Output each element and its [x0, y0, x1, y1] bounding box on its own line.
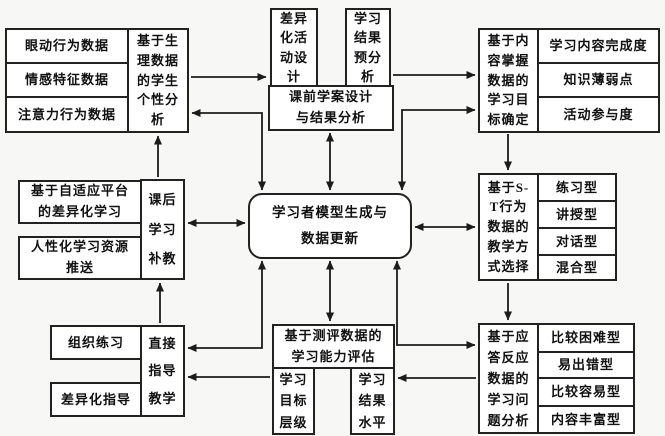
- node-diff-activity-design: 差异 化活 动设 计: [270, 8, 318, 87]
- node-lecture-type: 讲授型: [537, 200, 617, 229]
- node-mixed-type: 混合型: [537, 254, 617, 281]
- node-easy-type: 比较容易型: [537, 377, 635, 407]
- node-personalized-resources: 人性化学习资源 推送: [18, 236, 142, 280]
- node-adaptive-platform-learning: 基于自适应平台 的差异化学习: [18, 180, 142, 224]
- node-st-behavior-teaching-mode: 基于S- T行为 数据的 教学方 式选择: [478, 173, 539, 281]
- node-dialogue-type: 对话型: [537, 227, 617, 256]
- node-assessment-ability: 基于测评数据的 学习能力评估: [272, 324, 395, 369]
- node-diff-guidance: 差异化指导: [50, 382, 142, 417]
- node-emotion-feature-data: 情感特征数据: [5, 62, 129, 98]
- node-physio-analysis: 基于生 理数据 的学生 个性分 析: [127, 28, 189, 133]
- node-eye-movement-data: 眼动行为数据: [5, 28, 129, 64]
- node-content-completion: 学习内容完成度: [537, 28, 660, 64]
- node-organize-practice: 组织练习: [50, 325, 142, 360]
- node-direct-teaching: 直接 指导 教学: [140, 325, 185, 417]
- node-rich-content-type: 内容丰富型: [537, 405, 635, 434]
- node-after-class-remedy: 课后 学习 补教: [140, 179, 185, 280]
- edge-model-mastery: [398, 106, 476, 191]
- node-goal-level: 学习 目标 层级: [272, 367, 315, 435]
- node-preclass-design: 课前学案设计 与结果分析: [268, 85, 394, 131]
- node-learner-model: 学习者模型生成与 数据更新: [248, 193, 412, 259]
- node-attention-behavior-data: 注意力行为数据: [5, 96, 129, 133]
- node-result-preanalysis: 学习 结果 预分 析: [345, 8, 391, 87]
- node-error-prone-type: 易出错型: [537, 351, 635, 379]
- edge-model-physio: [191, 109, 266, 191]
- node-content-mastery-goal: 基于内 容掌握 数据的 学习目 标确定: [478, 28, 539, 133]
- node-knowledge-weak-point: 知识薄弱点: [537, 62, 660, 98]
- node-response-problem-analysis: 基于应 答反应 数据的 学习问 题分析: [478, 323, 539, 434]
- node-difficult-type: 比较困难型: [537, 323, 635, 353]
- node-activity-participation: 活动参与度: [537, 96, 660, 133]
- node-result-level: 学习 结果 水平: [350, 367, 395, 435]
- edge-model-response: [393, 260, 476, 349]
- edge-model-teaching: [187, 260, 266, 352]
- node-practice-type: 练习型: [537, 173, 617, 202]
